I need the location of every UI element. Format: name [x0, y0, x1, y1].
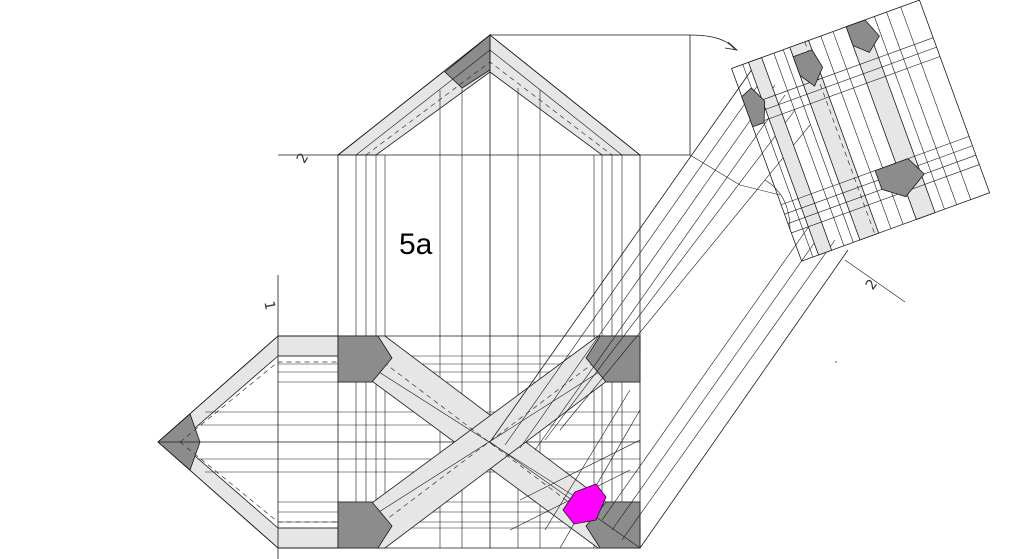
box-dark-face-1: [741, 87, 766, 128]
box-dark-face-3: [845, 19, 880, 53]
right-fold-line: [844, 259, 906, 303]
stray-dot: [835, 361, 837, 363]
fold-arrow-head: [724, 41, 739, 51]
figure-label: 5a: [399, 228, 433, 261]
rotated-box: [731, 0, 991, 262]
corner-dark-face-top-left: [337, 335, 393, 383]
fold-mark-top: 2: [294, 150, 312, 166]
house-vertical-lines: [337, 35, 641, 548]
fold-arrow: [689, 34, 736, 51]
box-dark-face-4: [874, 158, 925, 198]
fold-mark-left: 1: [260, 300, 277, 312]
corner-dark-face-top-right: [585, 335, 641, 383]
corner-dark-face-bottom-right: [585, 501, 641, 549]
highlighted-face: [562, 483, 607, 525]
rotated-box-outline: [731, 0, 991, 262]
box-dark-face-2: [792, 49, 824, 87]
corner-dark-face-bottom-left: [337, 501, 393, 549]
